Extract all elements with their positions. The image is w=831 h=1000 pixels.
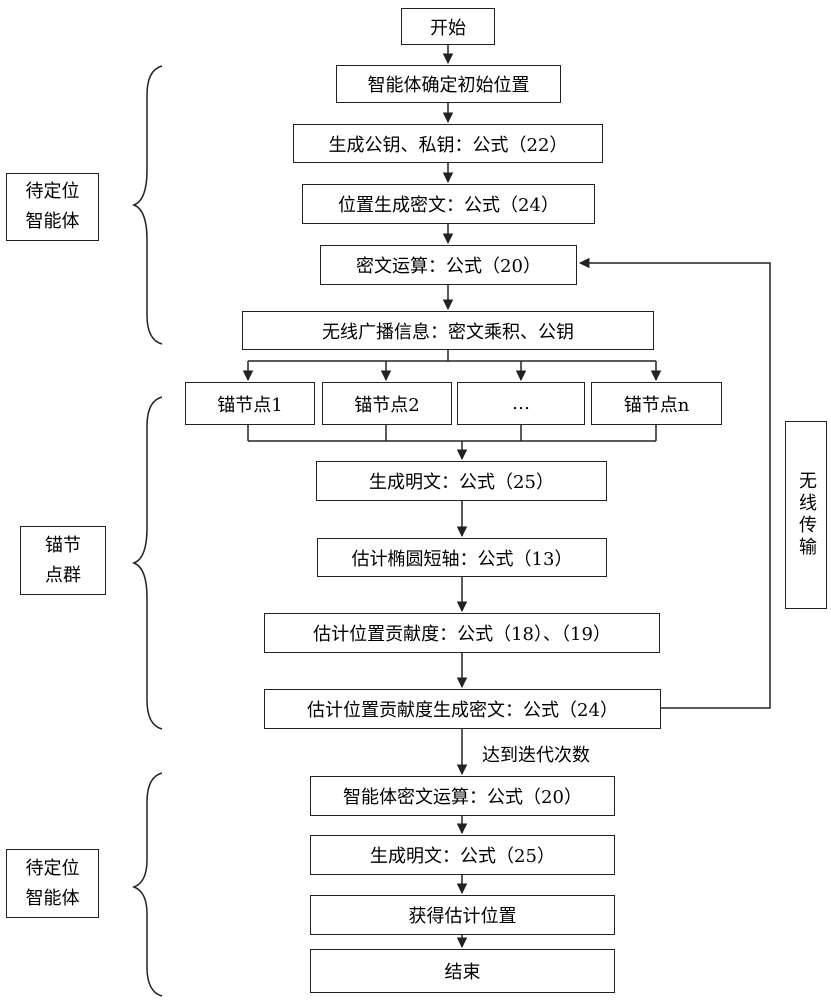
- step-get-estimated-position: 获得估计位置: [310, 895, 615, 935]
- anchor-node-n: 锚节点n: [591, 382, 722, 425]
- step-estimate-contribution: 估计位置贡献度：公式（18）、（19）: [264, 613, 660, 653]
- step-agent-cipher-operation: 智能体密文运算：公式（20）: [310, 776, 615, 816]
- step-estimate-ellipse-axis: 估计椭圆短轴：公式（13）: [317, 538, 607, 577]
- wireless-transmission-text: 无线传输: [791, 471, 821, 559]
- group-label-agent-bottom: 待定位 智能体: [6, 849, 99, 918]
- step-anchor-plaintext: 生成明文：公式（25）: [316, 461, 607, 501]
- group-label-anchor-nodes: 锚节 点群: [20, 526, 106, 595]
- anchor-node-2: 锚节点2: [322, 382, 452, 425]
- group-label-agent-top: 待定位 智能体: [6, 173, 99, 241]
- step-init-position: 智能体确定初始位置: [336, 65, 561, 103]
- step-final-plaintext: 生成明文：公式（25）: [310, 835, 615, 875]
- step-contribution-encrypt: 估计位置贡献度生成密文：公式（24）: [264, 689, 661, 729]
- start-node: 开始: [401, 8, 495, 45]
- brace-top: [134, 66, 162, 344]
- step-position-encrypt: 位置生成密文：公式（24）: [302, 184, 595, 224]
- anchor-node-ellipsis: …: [457, 382, 585, 425]
- wireless-transmission-label: 无线传输: [785, 421, 827, 609]
- end-node: 结束: [310, 949, 615, 993]
- anchor-node-1: 锚节点1: [185, 382, 315, 425]
- step-cipher-operation: 密文运算：公式（20）: [320, 245, 577, 285]
- step-generate-keys: 生成公钥、私钥：公式（22）: [293, 124, 603, 163]
- brace-middle: [134, 397, 162, 729]
- brace-bottom: [134, 773, 162, 996]
- iteration-label: 达到迭代次数: [482, 741, 590, 767]
- step-wireless-broadcast: 无线广播信息：密文乘积、公钥: [242, 311, 654, 350]
